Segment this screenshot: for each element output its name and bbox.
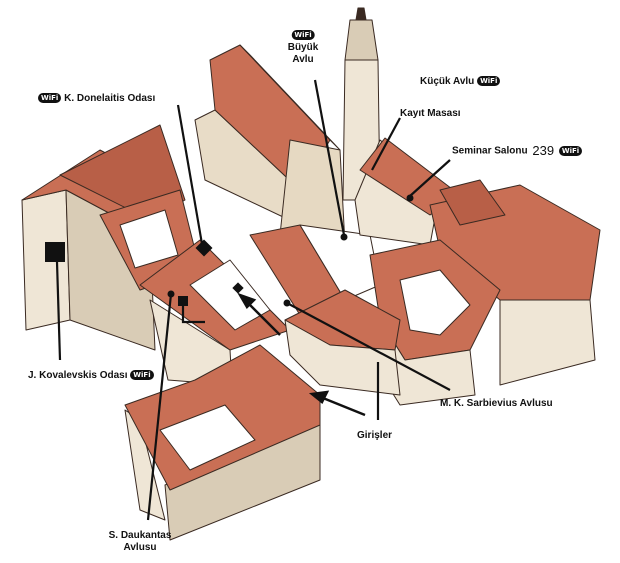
label-kucuk-avlu: Küçük Avlu WiFi — [420, 76, 501, 88]
label-buyuk-line2: Avlu — [292, 54, 314, 65]
leader-line — [409, 159, 451, 197]
building-complex — [21, 7, 601, 541]
label-seminar-text: Seminar Salonu — [452, 145, 528, 157]
wifi-icon: WiFi — [291, 30, 315, 41]
entrance-arrow-icon — [237, 292, 257, 310]
label-girisler-text: Girişler — [357, 430, 393, 441]
label-buyuk-line1: Büyük — [287, 42, 319, 53]
label-kayit-masasi: Kayıt Masası — [400, 108, 461, 120]
label-kovalevskis: J. Kovalevskis Odası WiFi — [28, 370, 154, 382]
bell-tower-top — [344, 19, 379, 61]
entrance-arrow-icon — [244, 299, 281, 336]
label-buyuk-avlu: WiFi Büyük Avlu — [287, 30, 319, 66]
label-daukantas-line1: S. Daukantas — [108, 530, 172, 541]
label-donelaitis: WiFi K. Donelaitis Odası — [38, 93, 155, 105]
room-marker-square-icon — [178, 296, 188, 306]
courtyard-dot-icon — [406, 194, 414, 202]
wifi-icon: WiFi — [477, 76, 501, 87]
label-sarbievius: M. K. Sarbievius Avlusu — [440, 398, 553, 410]
room-marker-diamond-icon — [195, 239, 213, 257]
label-daukantas-line2: Avlusu — [123, 542, 157, 553]
leader-line — [286, 302, 451, 391]
leader-line — [371, 117, 401, 171]
label-seminar-number: 239 — [532, 143, 555, 158]
leader-line — [313, 79, 346, 236]
leader-line — [55, 261, 62, 361]
entrance-arrow-icon — [308, 390, 330, 404]
leader-line — [146, 293, 173, 521]
label-donelaitis-text: K. Donelaitis Odası — [64, 93, 156, 104]
label-kovalevskis-text: J. Kovalevskis Odası — [28, 370, 128, 381]
west-court-yard — [119, 209, 179, 269]
northeast-block — [439, 179, 506, 226]
entrance-arrow-icon — [317, 394, 366, 417]
room-marker-diamond-icon — [232, 282, 244, 294]
label-sarbievius-text: M. K. Sarbievius Avlusu — [440, 398, 553, 409]
label-kayit-text: Kayıt Masası — [400, 108, 461, 119]
room-marker-square-icon — [45, 242, 65, 262]
courtyard-dot-icon — [340, 233, 348, 241]
wifi-icon: WiFi — [38, 93, 62, 104]
wifi-icon: WiFi — [130, 370, 154, 381]
central-court — [189, 259, 271, 331]
leader-line — [176, 104, 204, 245]
sarbievius-court — [399, 269, 471, 336]
south-middle-wall — [284, 319, 401, 396]
label-girisler: Girişler — [357, 430, 392, 442]
daukantas-court — [159, 404, 256, 471]
label-seminar-salonu: Seminar Salonu 239 WiFi — [452, 143, 583, 158]
label-kucuk-text: Küçük Avlu — [420, 76, 475, 87]
bell-tower-spire — [355, 7, 367, 21]
wifi-icon: WiFi — [558, 146, 583, 156]
east-wing-wall — [499, 299, 596, 386]
label-daukantas: S. Daukantas Avlusu — [109, 530, 172, 554]
northwest-roof — [59, 124, 186, 221]
leader-line — [181, 306, 205, 324]
